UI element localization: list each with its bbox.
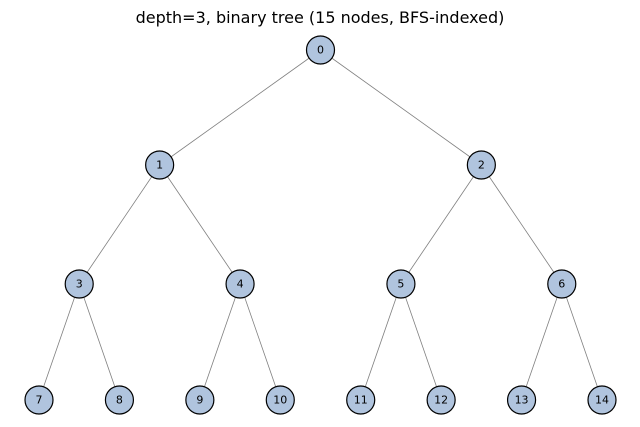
node-label-9: 9 (196, 394, 203, 407)
edge-5-12 (400, 283, 442, 401)
node-label-12: 12 (434, 394, 448, 407)
node-circle-2 (466, 150, 496, 180)
node-label-1: 1 (156, 159, 163, 172)
node-circle-13 (506, 385, 537, 415)
node-circle-11 (346, 385, 376, 415)
edge-4-10 (239, 283, 281, 401)
diagram-title: depth=3, binary tree (15 nodes, BFS-inde… (135, 8, 505, 27)
node-label-11: 11 (354, 394, 368, 407)
tree-node-14: 14 (587, 385, 617, 415)
node-circle-10 (265, 385, 295, 415)
node-circle-8 (104, 385, 135, 415)
edge-4-9 (199, 283, 241, 401)
tree-node-11: 11 (346, 385, 376, 415)
edge-3-8 (78, 283, 120, 401)
node-circle-4 (225, 269, 255, 299)
tree-node-5: 5 (386, 269, 416, 299)
edge-1-3 (78, 164, 160, 285)
tree-node-7: 7 (24, 385, 54, 415)
edge-0-2 (320, 49, 482, 166)
edge-6-13 (521, 283, 563, 401)
tree-node-0: 0 (305, 35, 336, 65)
node-label-5: 5 (397, 278, 404, 291)
node-label-2: 2 (478, 159, 485, 172)
edge-3-7 (38, 283, 80, 401)
tree-node-10: 10 (265, 385, 295, 415)
node-label-14: 14 (595, 394, 609, 407)
node-label-7: 7 (36, 394, 43, 407)
node-circle-14 (587, 385, 617, 415)
node-circle-6 (547, 269, 577, 299)
tree-node-9: 9 (185, 385, 215, 415)
node-label-4: 4 (237, 278, 244, 291)
edge-6-14 (561, 283, 603, 401)
edge-5-11 (360, 283, 402, 401)
tree-node-8: 8 (104, 385, 135, 415)
tree-node-13: 13 (506, 385, 537, 415)
tree-node-4: 4 (225, 269, 255, 299)
tree-node-3: 3 (64, 269, 94, 299)
edges-layer (38, 49, 603, 401)
node-label-0: 0 (317, 44, 324, 57)
node-circle-5 (386, 269, 416, 299)
node-circle-3 (64, 269, 94, 299)
node-label-6: 6 (558, 278, 565, 291)
tree-node-12: 12 (426, 385, 456, 415)
node-label-3: 3 (76, 278, 83, 291)
node-label-13: 13 (515, 394, 529, 407)
edge-1-4 (159, 164, 241, 285)
node-circle-9 (185, 385, 215, 415)
node-circle-1 (145, 150, 175, 180)
edge-0-1 (159, 49, 321, 166)
node-circle-12 (426, 385, 456, 415)
node-label-8: 8 (116, 394, 123, 407)
node-label-10: 10 (273, 394, 287, 407)
edge-2-6 (481, 164, 563, 285)
tree-node-6: 6 (547, 269, 577, 299)
node-circle-0 (305, 35, 336, 65)
tree-node-2: 2 (466, 150, 496, 180)
tree-node-1: 1 (145, 150, 175, 180)
edge-2-5 (400, 164, 482, 285)
node-circle-7 (24, 385, 54, 415)
